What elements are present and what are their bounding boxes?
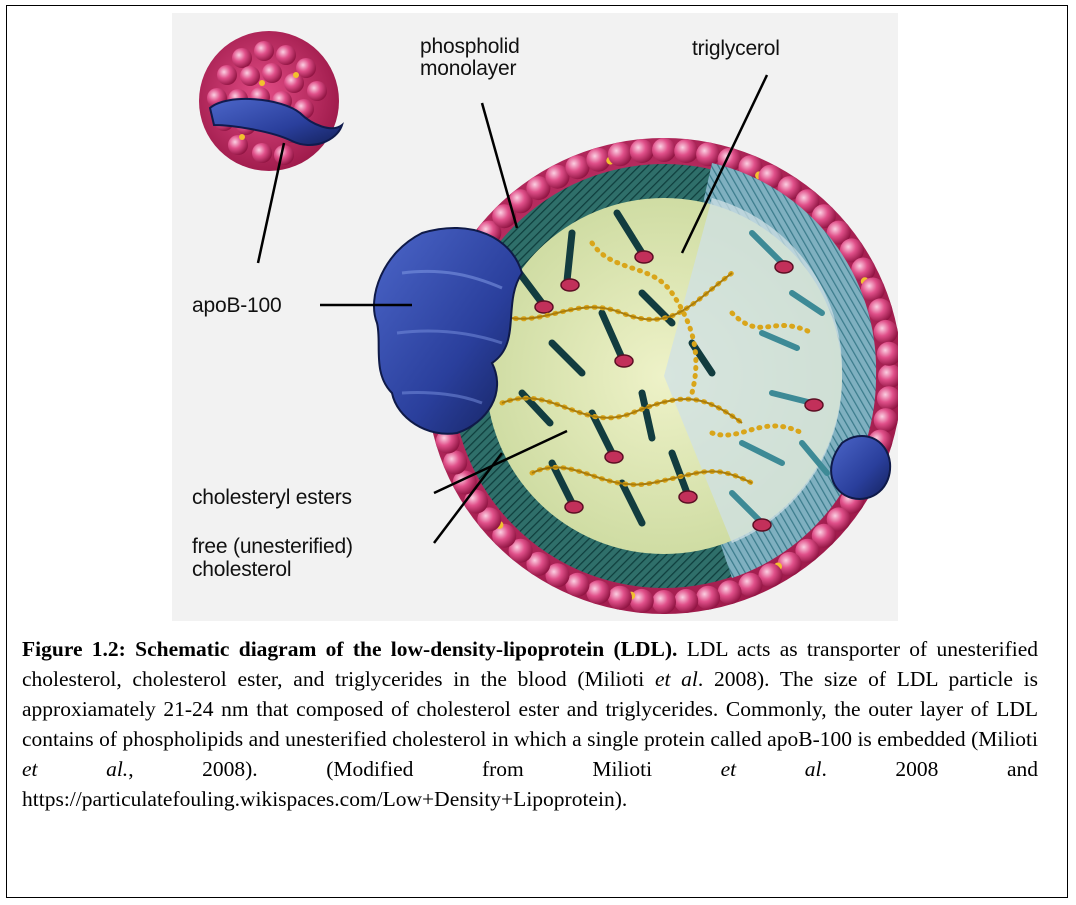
label-free-cholesterol-2: cholesterol: [192, 558, 291, 581]
phospholipid-head: [566, 155, 590, 179]
phospholipid-head: [608, 586, 632, 610]
phospholipid-head: [696, 142, 720, 166]
phospholipid-head: [874, 408, 898, 432]
caption-title: Figure 1.2: Schematic diagram of the low…: [22, 637, 677, 661]
caption-etal-1: et al: [655, 667, 698, 691]
phospholipid-head: [608, 142, 632, 166]
phospholipid-head: [652, 138, 676, 162]
label-phospholid: phospholid: [420, 35, 520, 58]
phospholipid-head: [739, 573, 763, 597]
phospholipid-head: [696, 586, 720, 610]
caption-etal-3: et al: [721, 757, 822, 781]
phospholipid-head: [674, 139, 698, 163]
label-cholesteryl-esters: cholesteryl esters: [192, 486, 352, 509]
large-ldl-particle: [374, 138, 898, 614]
label-monolayer: monolayer: [420, 57, 516, 80]
ldl-figure: phospholid monolayer triglycerol apoB-10…: [172, 13, 898, 621]
phospholipid-head: [652, 590, 676, 614]
caption-text-3: , 2008). (Modified from Milioti: [128, 757, 720, 781]
phospholipid-head: [874, 320, 898, 344]
small-ldl-particle: [199, 31, 342, 171]
phospholipid-head: [630, 139, 654, 163]
phospholipid-head: [443, 451, 467, 475]
label-free-cholesterol-1: free (unesterified): [192, 535, 353, 558]
label-apob: apoB-100: [192, 294, 281, 317]
phospholipid-head: [861, 278, 885, 302]
phospholipid-head: [674, 589, 698, 613]
phospholipid-head: [586, 580, 610, 604]
phospholipid-head: [868, 298, 892, 322]
label-triglycerol: triglycerol: [692, 37, 780, 60]
ldl-illustration: phospholid monolayer triglycerol apoB-10…: [172, 13, 898, 621]
caption-etal-2: et al.: [22, 757, 128, 781]
figure-caption: Figure 1.2: Schematic diagram of the low…: [22, 634, 1038, 814]
phospholipid-head: [718, 580, 742, 604]
